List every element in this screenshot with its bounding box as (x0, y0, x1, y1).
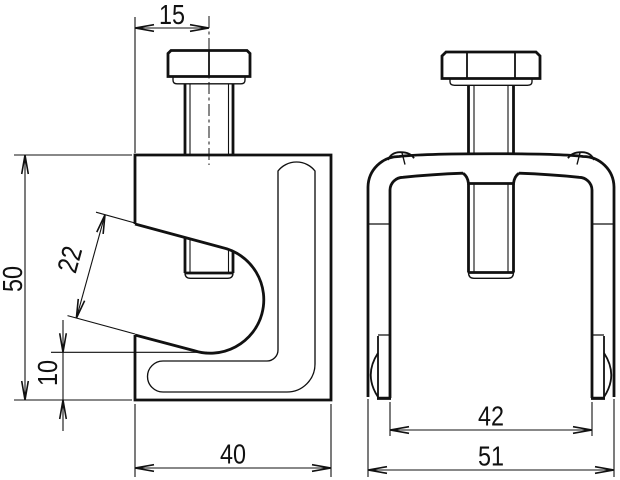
extension-lines (367, 399, 615, 477)
dimension-42: 42 (389, 401, 593, 436)
dimension-line (75, 214, 106, 319)
bolt-tip-thread-lines-front (473, 183, 509, 273)
frame-inner-contour-left (388, 171, 464, 398)
frame-outer-contour (366, 152, 616, 397)
bolt-front-view (440, 50, 542, 279)
corner-ear-tabs (387, 151, 595, 161)
dimension-15: 15 (134, 0, 210, 153)
dimension-text: 51 (478, 441, 504, 472)
dimension-40: 40 (134, 404, 332, 477)
clamp-body-outline (133, 153, 333, 402)
bolt-shank-thread-lines-front (473, 85, 509, 155)
bolt-washer-face-front (449, 78, 533, 86)
bolt-head-facet-lines (466, 52, 516, 79)
bolt-boss-collar (462, 172, 520, 185)
extension-lines (67, 211, 136, 335)
dimension-text: 50 (0, 266, 28, 292)
strap-bend-arcs (369, 352, 613, 398)
bolt-tip-thread-lines (189, 238, 230, 273)
contact-leaf-outline (146, 161, 316, 393)
bolt-side-view (166, 16, 252, 279)
bolt-shank-thread-lines (189, 83, 230, 156)
jaw-slot-outline (134, 222, 266, 355)
bolt-tip-in-slot (183, 236, 235, 275)
bolt-shank-front (467, 85, 515, 155)
side-view (133, 16, 333, 402)
extension-lines (134, 404, 332, 477)
bolt-tip-chamfer-front (467, 272, 515, 279)
dimension-22: 22 (51, 211, 136, 335)
dimension-51: 51 (367, 399, 615, 477)
extension-lines (14, 154, 132, 401)
bolt-shank (183, 83, 235, 156)
dimension-text: 40 (220, 439, 246, 470)
strap-transition-ticks (368, 223, 614, 336)
dimension-50: 50 (0, 154, 132, 401)
dimension-text: 22 (51, 243, 88, 276)
corner-ear-ticks (401, 152, 581, 165)
strap-fold-lines (377, 336, 605, 398)
dimension-text: 10 (32, 360, 63, 386)
dimension-10: 10 (32, 320, 207, 431)
dimension-text: 15 (159, 0, 185, 30)
front-view (366, 50, 616, 400)
bolt-head-front (440, 50, 542, 80)
bolt-tip-front (467, 183, 515, 274)
dimension-text: 42 (478, 401, 504, 432)
bolt-head (166, 49, 252, 78)
bolt-tip-chamfer (184, 272, 234, 279)
frame-inner-contour-right (518, 171, 594, 398)
